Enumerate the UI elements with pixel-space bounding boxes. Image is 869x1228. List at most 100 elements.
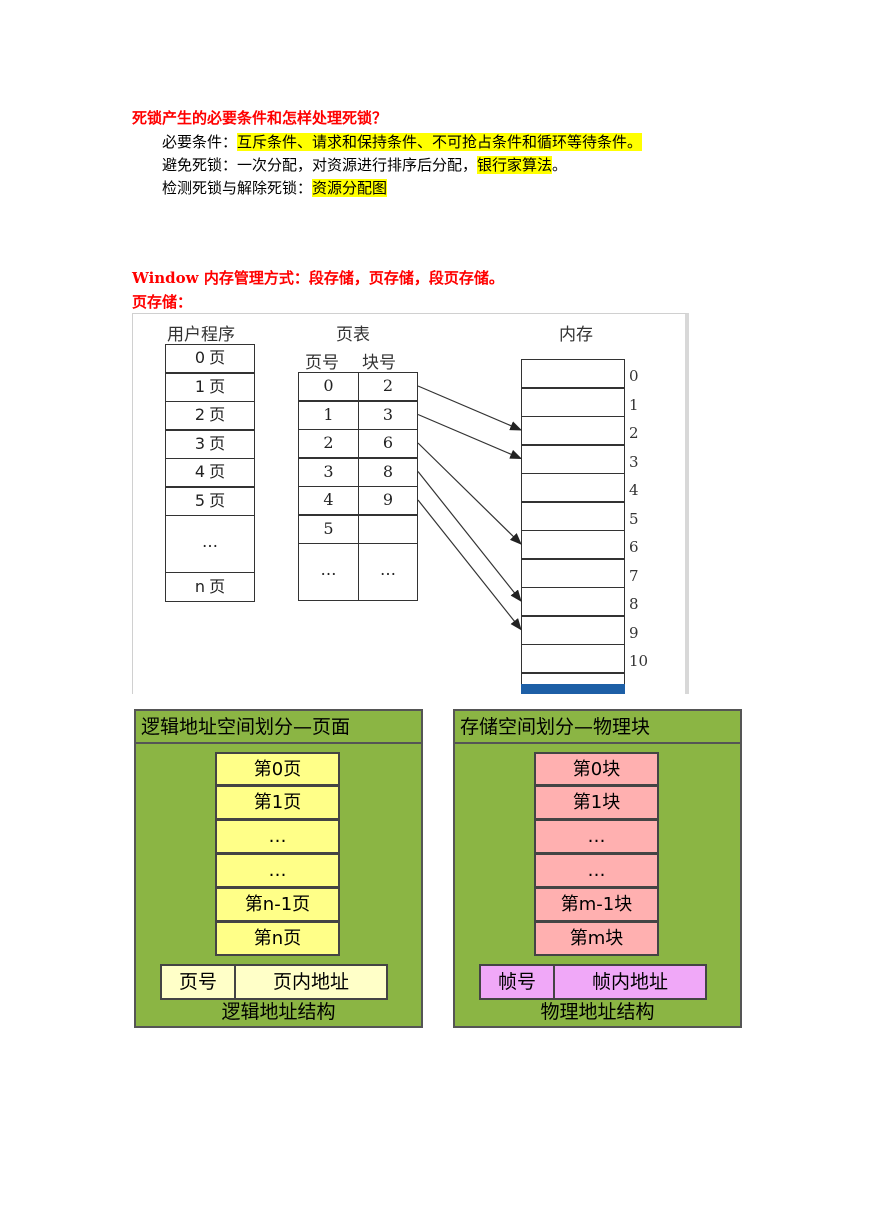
user-page-unit: 页	[209, 348, 226, 367]
memory-block-number: 4	[629, 481, 639, 499]
user-program-title: 用户程序	[167, 325, 235, 345]
detect-deadlock-label: 检测死锁与解除死锁：	[162, 179, 313, 197]
user-page-number: 4	[194, 462, 206, 481]
memory-block-number: 7	[629, 566, 639, 585]
frame-offset-field: 帧内地址	[591, 971, 668, 993]
logical-page-cell: 第0页	[215, 752, 340, 786]
page-table-page-cell: 5	[298, 514, 359, 544]
page-table-page-cell: 1	[298, 400, 359, 430]
user-page-unit: 页	[209, 490, 226, 510]
memory-block	[521, 558, 625, 588]
page-table-block-cell	[358, 514, 418, 544]
user-page-unit: 页	[209, 405, 226, 424]
user-page-unit: 页	[209, 433, 226, 453]
necessary-conditions-line: 必要条件：互斥条件、请求和保持条件、不可抢占条件和循环等待条件。	[162, 131, 643, 152]
memory-block-number: 6	[629, 538, 639, 556]
memory-block-number: 3	[629, 452, 639, 471]
resource-allocation-graph: 资源分配图	[312, 179, 388, 197]
deadlock-heading: 死锁产生的必要条件和怎样处理死锁？	[132, 109, 388, 127]
logical-page-cell: …	[215, 854, 340, 888]
logical-page-cell: 第n页	[215, 922, 340, 956]
page-table-page-ellipsis: …	[298, 543, 359, 601]
memory-block-number: 10	[629, 652, 649, 670]
necessary-conditions-value: 互斥条件、请求和保持条件、不可抢占条件和循环等待条件。	[237, 133, 643, 151]
user-page-unit: 页	[209, 462, 226, 481]
page-table-page-cell: 0	[298, 372, 359, 401]
mapping-arrow	[417, 499, 522, 631]
memory-block-number: 5	[629, 509, 639, 528]
page-storage-heading: 页存储：	[132, 293, 193, 311]
watermark-strip	[521, 684, 625, 694]
page-table-block-cell: 8	[358, 457, 418, 487]
page-offset-field: 页内地址	[272, 971, 349, 993]
memory-title: 内存	[559, 325, 593, 345]
detect-deadlock-line: 检测死锁与解除死锁：资源分配图	[162, 177, 388, 198]
mapping-arrow	[417, 442, 522, 545]
mapping-arrows	[417, 385, 523, 631]
user-ellipsis-cell: …	[165, 515, 255, 573]
avoid-deadlock-text: 一次分配，对资源进行排序后分配，	[237, 156, 478, 174]
memory-block	[521, 416, 625, 445]
mapping-arrow	[417, 471, 522, 602]
bankers-algorithm: 银行家算法	[477, 156, 553, 174]
user-page-number: n	[194, 577, 206, 596]
physical-address-structure: 帧号 帧内地址	[479, 964, 707, 1000]
logical-page-cell: 第1页	[215, 786, 340, 820]
physical-block-cell: 第0块	[534, 752, 659, 786]
logical-page-cell: …	[215, 820, 340, 854]
memory-block	[521, 644, 625, 673]
page-table-page-cell: 4	[298, 486, 359, 515]
user-page-number: 0	[194, 348, 206, 367]
memory-block	[521, 359, 625, 388]
physical-block-cell: 第1块	[534, 786, 659, 820]
logical-address-box: 逻辑地址空间划分—页面 第0页第1页……第n-1页第n页 页号 页内地址 逻辑地…	[134, 709, 423, 1028]
avoid-deadlock-end: 。	[552, 156, 568, 174]
logical-address-structure: 页号 页内地址	[160, 964, 388, 1000]
page-number-field: 页号	[162, 966, 236, 998]
memory-block-number: 8	[629, 595, 639, 613]
memory-block	[521, 501, 625, 531]
physical-box-title: 存储空间划分—物理块	[455, 711, 740, 744]
page-table-block-cell: 6	[358, 429, 418, 458]
memory-block	[521, 615, 625, 645]
memory-block-number: 0	[629, 367, 639, 385]
physical-address-box: 存储空间划分—物理块 第0块第1块……第m-1块第m块 帧号 帧内地址 物理地址…	[453, 709, 742, 1028]
page-no-header: 页号	[305, 353, 339, 373]
user-page-number: 5	[194, 490, 206, 510]
page-table-block-ellipsis: …	[358, 543, 418, 601]
logical-page-cell: 第n-1页	[215, 888, 340, 922]
necessary-conditions-label: 必要条件：	[162, 133, 238, 151]
logical-box-title: 逻辑地址空间划分—页面	[136, 711, 421, 744]
physical-box-footer: 物理地址结构	[540, 1001, 655, 1023]
physical-block-stack: 第0块第1块……第m-1块第m块	[534, 752, 659, 956]
memory-block-number: 2	[629, 424, 639, 442]
memory-block	[521, 587, 625, 616]
avoid-deadlock-label: 避免死锁：	[162, 156, 238, 174]
page-table-title: 页表	[336, 325, 370, 345]
logical-box-footer: 逻辑地址结构	[221, 1001, 336, 1023]
user-page-number: 3	[194, 433, 206, 453]
user-page-unit: 页	[209, 577, 226, 596]
page-table-block-cell: 2	[358, 372, 418, 401]
block-no-header: 块号	[362, 353, 396, 373]
memory-block	[521, 444, 625, 474]
user-page-number: 2	[194, 405, 206, 424]
page-table-block-cell: 3	[358, 400, 418, 430]
memory-block-number: 9	[629, 623, 639, 642]
user-page-number: 1	[194, 376, 206, 396]
logical-page-stack: 第0页第1页……第n-1页第n页	[215, 752, 340, 956]
physical-block-cell: …	[534, 820, 659, 854]
mapping-arrow	[417, 413, 523, 460]
memory-management-heading: Window 内存管理方式：段存储，页存储，段页存储。	[132, 269, 504, 287]
physical-block-cell: 第m-1块	[534, 888, 659, 922]
mapping-arrow	[417, 385, 523, 431]
avoid-deadlock-line: 避免死锁：一次分配，对资源进行排序后分配，银行家算法。	[162, 154, 567, 175]
